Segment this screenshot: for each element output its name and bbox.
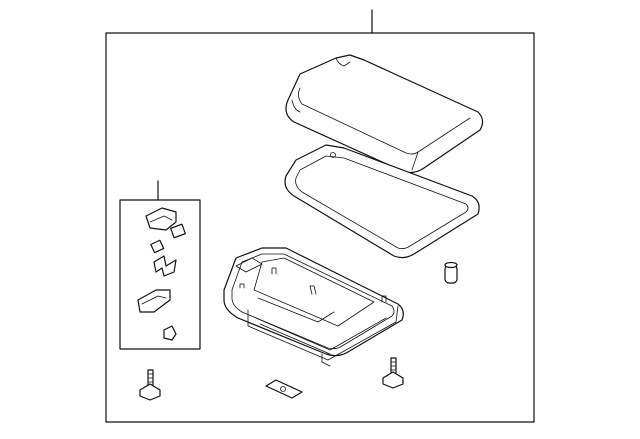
clip-kit-frame [119, 180, 201, 350]
lamp-housing [223, 247, 404, 367]
cover-pad [285, 54, 484, 174]
screw-right [382, 357, 404, 389]
clip-kit [137, 207, 186, 341]
clip-bracket-bottom [137, 289, 171, 313]
clip-bracket-top [145, 207, 177, 231]
clip-block [170, 223, 186, 239]
cover-base [284, 144, 480, 259]
clip-spring [153, 255, 177, 277]
foam-pad [265, 379, 303, 399]
bulb [444, 261, 458, 284]
assembly-frame [105, 9, 535, 423]
clip-nut [163, 325, 177, 341]
clip-small [150, 239, 165, 254]
screw-left [139, 369, 161, 401]
